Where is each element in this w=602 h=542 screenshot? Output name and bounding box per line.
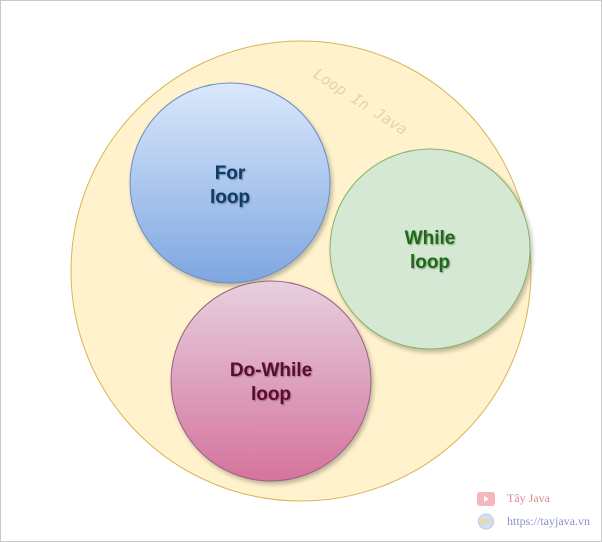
- do-while-loop-circle: [170, 280, 372, 482]
- globe-icon: [477, 513, 495, 530]
- do-while-loop-label-line2: loop: [251, 384, 291, 405]
- for-loop-node: For loop: [129, 82, 331, 284]
- while-loop-circle: [329, 148, 531, 350]
- youtube-icon: [477, 491, 495, 506]
- do-while-loop-node: Do-While loop: [170, 280, 372, 482]
- while-loop-node: While loop: [329, 148, 531, 350]
- for-loop-circle: [129, 82, 331, 284]
- watermark-site-url[interactable]: https://tayjava.vn: [507, 514, 590, 528]
- for-loop-label-line1: For: [215, 163, 246, 184]
- for-loop-label-line2: loop: [210, 187, 250, 208]
- watermark-channel-name: Tây Java: [507, 491, 550, 505]
- while-loop-label-line2: loop: [410, 252, 450, 273]
- watermark-channel: Tây Java: [477, 491, 550, 506]
- while-loop-label-line1: While: [405, 228, 456, 249]
- do-while-loop-label-line1: Do-While: [230, 360, 312, 381]
- watermark-site: https://tayjava.vn: [477, 513, 590, 530]
